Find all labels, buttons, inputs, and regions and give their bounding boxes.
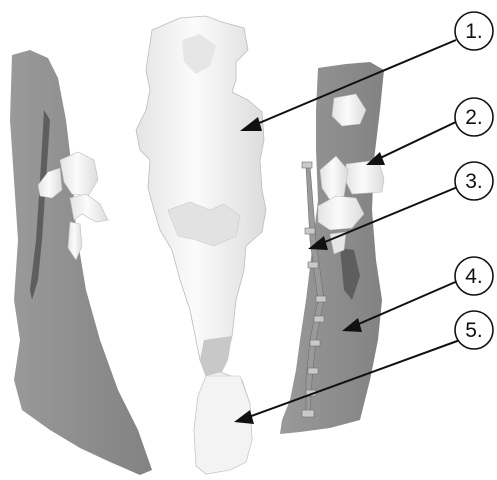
implant-screw-3 bbox=[308, 262, 318, 268]
left-bone-structure bbox=[10, 50, 152, 475]
implant-screw-7 bbox=[308, 368, 318, 374]
implant-screw-6 bbox=[310, 340, 320, 346]
center-bone-structure bbox=[136, 16, 266, 474]
implant-screw-2 bbox=[305, 228, 315, 234]
callout-label-2: 2. bbox=[465, 106, 483, 129]
implant-screw-9 bbox=[302, 410, 314, 417]
callout-label-3: 3. bbox=[465, 170, 483, 193]
implant-screw-5 bbox=[314, 316, 324, 322]
center-narrow-neck bbox=[200, 336, 232, 376]
callout-label-5: 5. bbox=[465, 319, 483, 342]
arrow-2 bbox=[376, 120, 460, 160]
callout-1: 1. bbox=[455, 12, 493, 50]
callout-2: 2. bbox=[455, 98, 493, 136]
implant-screw-1 bbox=[302, 162, 312, 168]
implant-screw-4 bbox=[316, 296, 326, 302]
center-lower-block bbox=[194, 376, 252, 474]
right-white-fragment-b bbox=[346, 160, 384, 194]
callout-label-4: 4. bbox=[465, 265, 483, 288]
left-gray-shaft bbox=[10, 50, 152, 475]
right-gray-shaft bbox=[280, 62, 384, 434]
callout-3: 3. bbox=[455, 162, 493, 200]
right-bone-structure bbox=[280, 62, 384, 434]
callout-4: 4. bbox=[455, 257, 493, 295]
callout-5: 5. bbox=[455, 311, 493, 349]
callout-label-1: 1. bbox=[465, 20, 483, 43]
left-white-fragment-c bbox=[70, 194, 108, 222]
